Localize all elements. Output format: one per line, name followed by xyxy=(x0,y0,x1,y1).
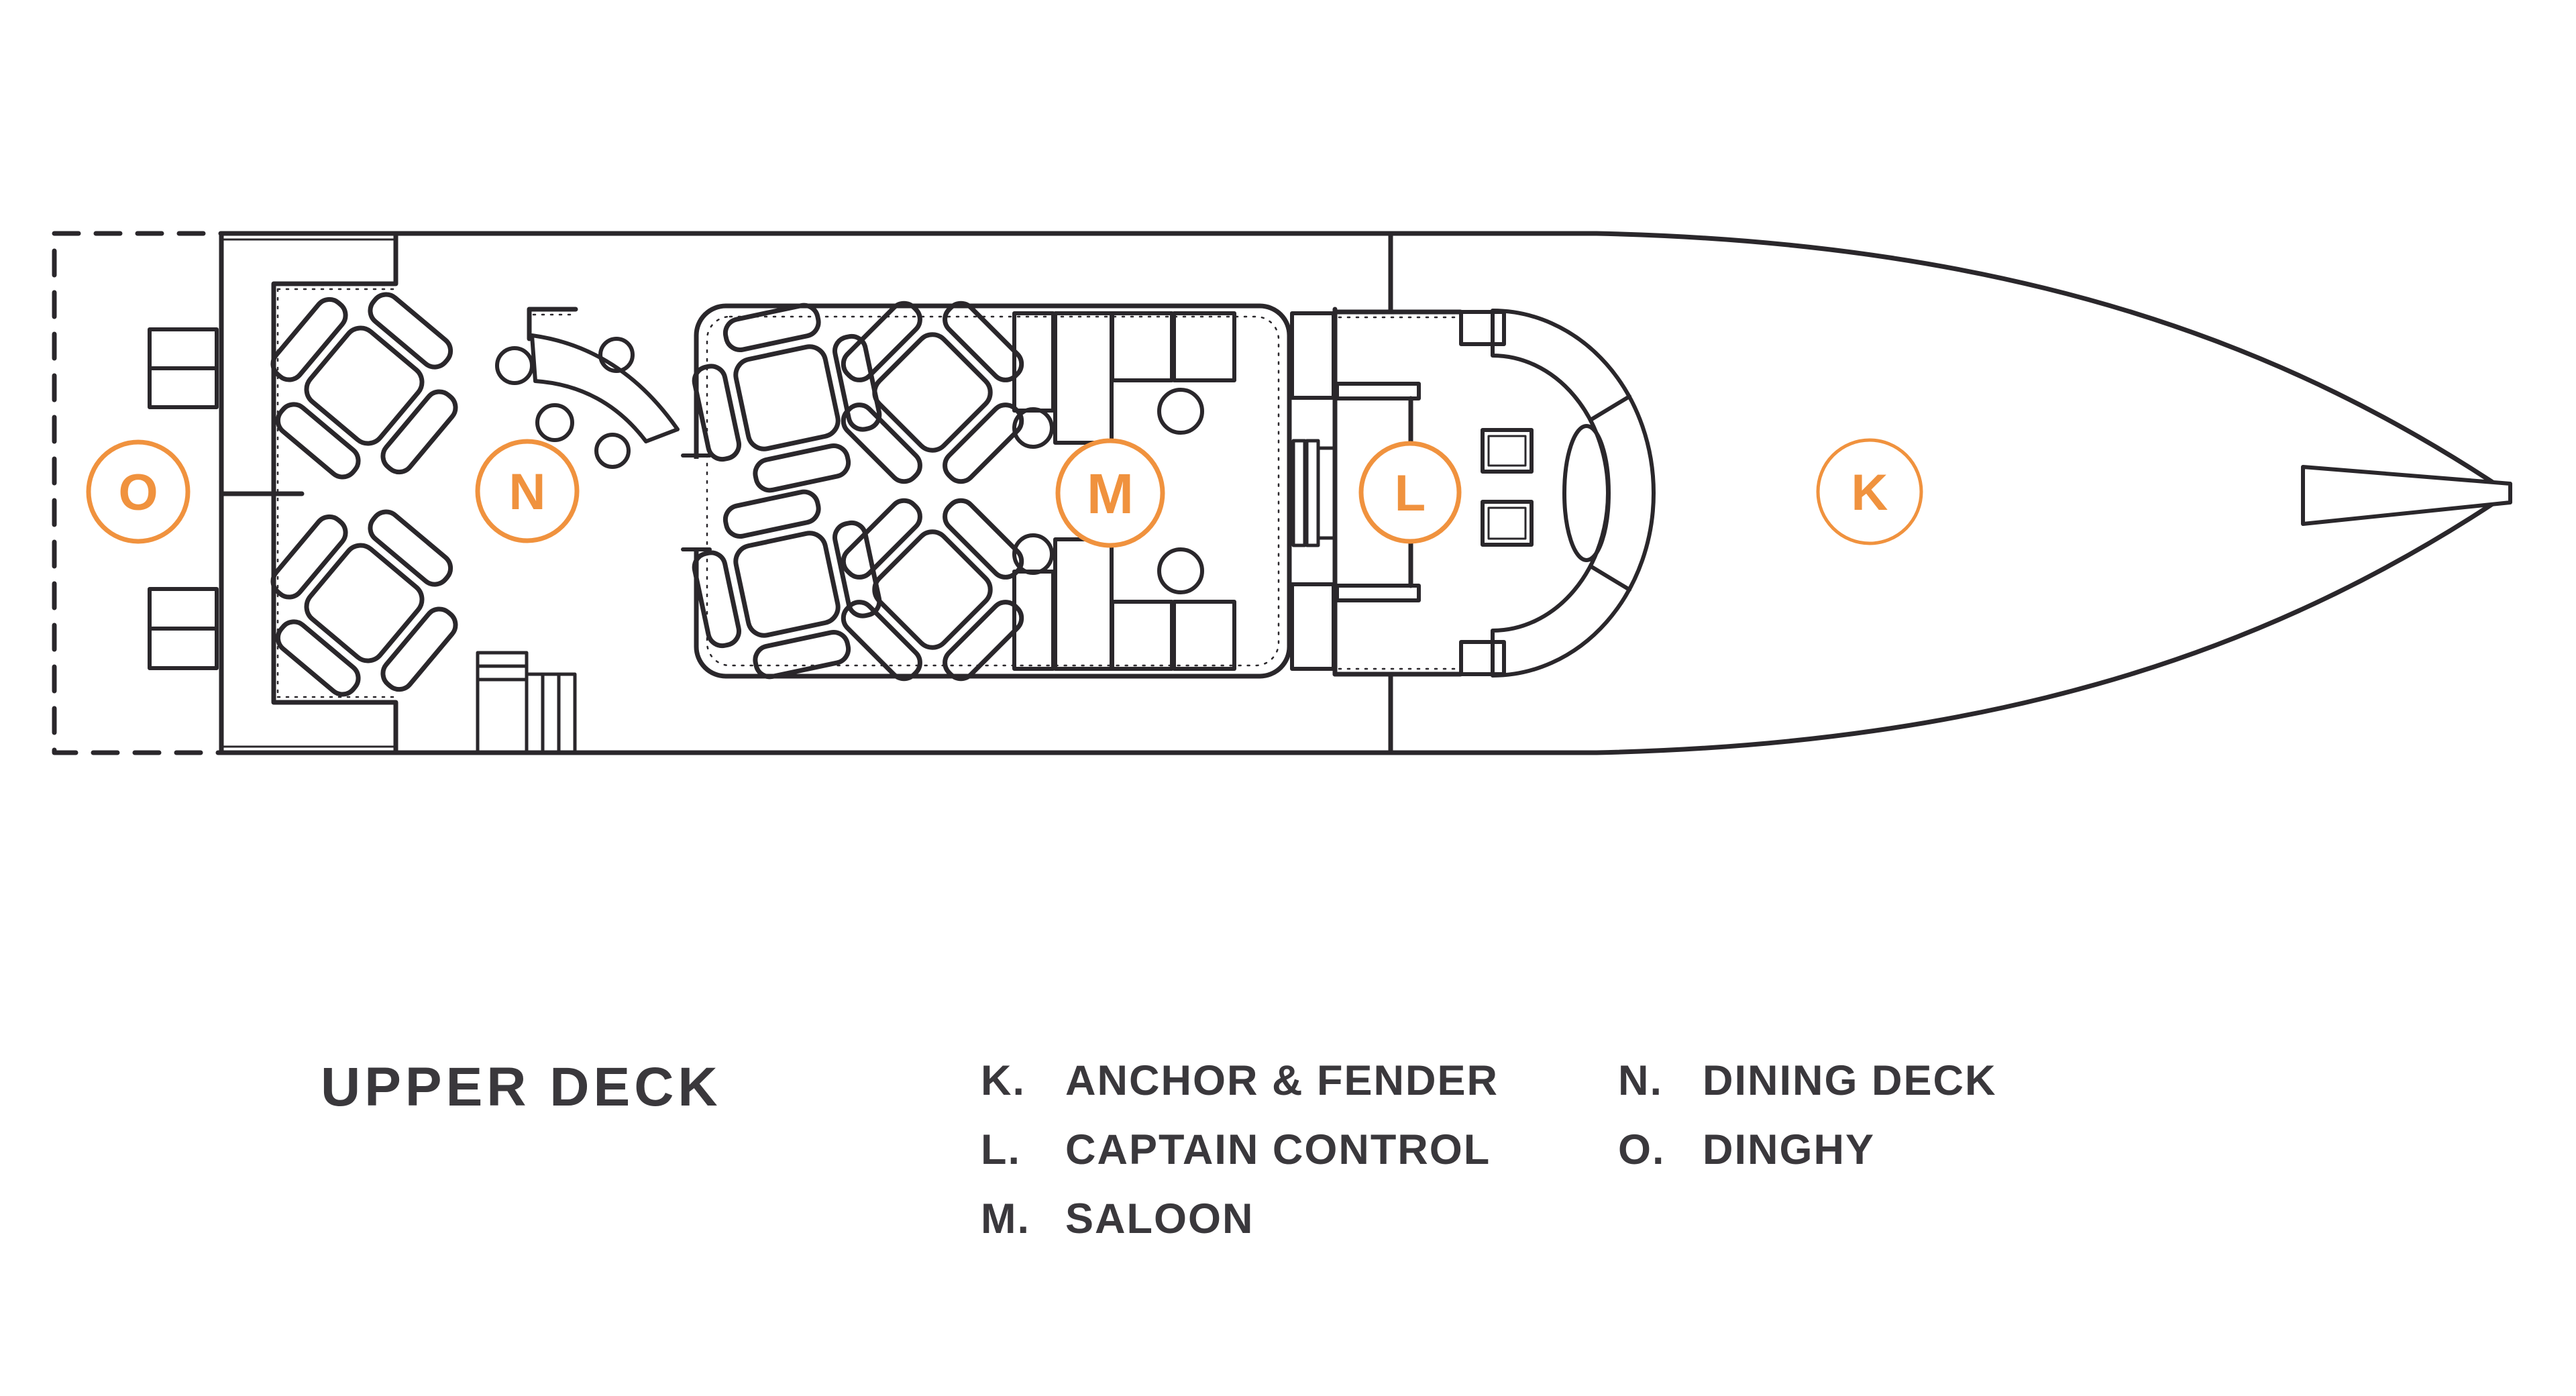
galley-cabinets xyxy=(1012,311,1236,671)
aft-window-dotted-lines xyxy=(276,288,573,698)
marker-m: M xyxy=(1055,438,1165,548)
legend-item-saloon: M. SALOON xyxy=(981,1198,1499,1267)
aft-deck-walls xyxy=(219,231,398,755)
saloon-entry-caps xyxy=(681,453,712,551)
legend-letter: L. xyxy=(981,1126,1021,1173)
saloon-window-dotted xyxy=(706,315,1280,667)
legend-label: CAPTAIN CONTROL xyxy=(1065,1126,1491,1173)
svg-text:N: N xyxy=(509,464,546,521)
marker-n: N xyxy=(475,439,580,543)
legend-label: DINGHY xyxy=(1703,1126,1876,1173)
staircase xyxy=(476,651,577,755)
legend-column-2: N. DINING DECK O. DINGHY xyxy=(1618,1060,1997,1198)
galley-stools xyxy=(1012,388,1204,594)
svg-text:O: O xyxy=(118,464,158,521)
horseshoe-bench xyxy=(1459,309,1656,678)
saloon-table xyxy=(684,294,890,501)
legend-letter: M. xyxy=(981,1195,1030,1242)
svg-text:L: L xyxy=(1395,465,1426,522)
legend-item-anchor-fender: K. ANCHOR & FENDER xyxy=(981,1060,1499,1129)
svg-text:M: M xyxy=(1087,462,1134,525)
cockpit-seats xyxy=(1481,428,1534,547)
marker-k: K xyxy=(1816,438,1923,545)
deck-title: UPPER DECK xyxy=(321,1057,722,1118)
stern-lockers xyxy=(148,327,219,670)
marker-o: O xyxy=(86,439,191,544)
aft-curved-bench xyxy=(527,307,680,443)
legend-item-captain-control: L. CAPTAIN CONTROL xyxy=(981,1129,1499,1198)
bow-platform xyxy=(2301,465,2512,526)
saloon-cockpit-door xyxy=(1290,307,1338,677)
cockpit-walls xyxy=(1332,233,1463,753)
marker-l: L xyxy=(1358,441,1462,544)
legend-label: SALOON xyxy=(1065,1195,1254,1242)
legend-letter: K. xyxy=(981,1057,1026,1104)
aft-stools xyxy=(495,337,635,469)
saloon-enclosure xyxy=(694,303,1292,679)
legend-item-dinghy: O. DINGHY xyxy=(1618,1129,1997,1198)
area-markers: O N M L K xyxy=(86,438,1923,548)
legend-label: DINING DECK xyxy=(1703,1057,1997,1104)
svg-text:K: K xyxy=(1851,464,1888,521)
cockpit-oval-table xyxy=(1562,424,1611,562)
saloon-table xyxy=(684,481,890,688)
legend-letter: O. xyxy=(1618,1126,1666,1173)
cockpit-window-dotted xyxy=(1338,316,1456,670)
legend-label: ANCHOR & FENDER xyxy=(1065,1057,1499,1104)
legend-column-1: K. ANCHOR & FENDER L. CAPTAIN CONTROL M.… xyxy=(981,1060,1499,1267)
legend-letter: N. xyxy=(1618,1057,1663,1104)
legend-item-dining-deck: N. DINING DECK xyxy=(1618,1060,1997,1129)
